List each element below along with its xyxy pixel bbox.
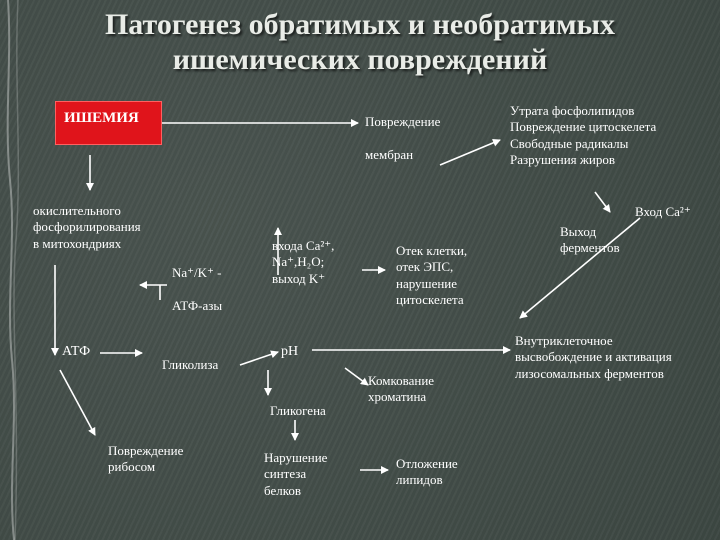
node-glycolysis: Гликолиза — [162, 357, 219, 372]
node-membrane-damage: Повреждение мембран — [365, 114, 441, 162]
arrow-membrane-to-loss — [439, 139, 501, 166]
node-enzyme-release: Выход ферментов — [560, 224, 620, 256]
arrow-ph-to-chromatin — [344, 367, 369, 386]
node-lipid-deposition: Отложение липидов — [396, 456, 458, 488]
arrow-glycolysis-to-ph — [239, 350, 279, 366]
arrow-atp-down — [59, 369, 96, 436]
node-chromatin: Комкование хроматина — [368, 373, 435, 405]
node-lysosomal: Внутриклеточное высвобождение и активаци… — [515, 333, 672, 381]
node-glycogen: Гликогена — [270, 403, 326, 418]
node-protein-synthesis: Нарушение синтеза белков — [264, 450, 328, 498]
node-ph: рН — [281, 344, 299, 359]
ischemia-box: ИШЕМИЯ — [55, 101, 162, 145]
node-ribosome-damage: Повреждение рибосом — [108, 443, 184, 475]
page-title: Патогенез обратимых и необратимых ишемич… — [104, 8, 616, 76]
arrow-loss-to-ca — [594, 191, 611, 213]
decorative-border — [6, 0, 20, 540]
node-atp: АТФ — [62, 344, 91, 359]
node-ca-entry-right: Вход Ca²⁺ — [635, 204, 691, 219]
node-oxidative-phosphorylation: окислительного фосфорилирования в митохо… — [33, 203, 141, 251]
node-na-k-atpase: Na⁺/K⁺ - АТФ-азы — [172, 265, 223, 313]
node-loss-phospholipids: Утрата фосфолипидов Повреждение цитоскел… — [510, 103, 657, 167]
node-ca-entry: входа Ca²⁺, Na⁺,H₂O; выход K⁺ — [272, 238, 335, 286]
ischemia-label: ИШЕМИЯ — [64, 110, 139, 126]
node-cell-swelling: Отек клетки, отек ЭПС, нарушение цитоске… — [396, 243, 468, 307]
arrow-ca-right-to-lysosomal — [519, 217, 641, 319]
